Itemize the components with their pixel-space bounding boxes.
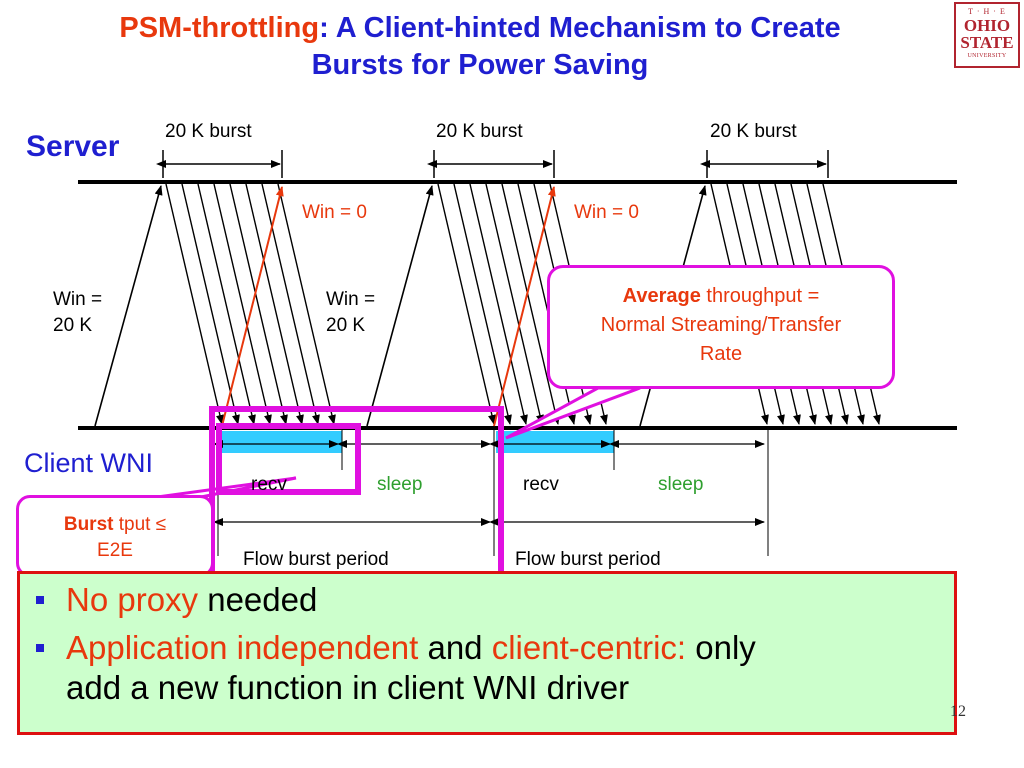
recv-label-1: recv	[251, 474, 287, 495]
recv-label-2: recv	[523, 474, 559, 495]
burst-markers	[156, 150, 829, 178]
bullet-item: Application independent and client-centr…	[36, 628, 934, 708]
server-label: Server	[26, 130, 120, 163]
sleep-label-2: sleep	[658, 474, 704, 495]
burst-label-1: 20 K burst	[165, 121, 252, 142]
win-zero-arrow	[493, 186, 556, 427]
win-zero-label-2: Win = 0	[574, 202, 639, 223]
recv-bar	[218, 431, 342, 453]
bullet-square-icon	[36, 596, 44, 604]
bullet-square-icon	[36, 644, 44, 652]
slide-title: PSM-throttling: A Client-hinted Mechanis…	[0, 10, 960, 84]
win-20k-label-1: Win = 20 K	[53, 289, 103, 336]
win-20k-label-2: Win = 20 K	[326, 289, 376, 336]
win-zero-label-1: Win = 0	[302, 202, 367, 223]
data-packets-burst-2	[437, 183, 608, 425]
title-highlight: PSM-throttling	[119, 12, 320, 44]
client-wni-label: Client WNI	[24, 448, 154, 478]
ohio-state-logo: T · H · E OHIO STATE UNIVERSITY	[954, 2, 1020, 68]
flow-period-label-1: Flow burst period	[243, 549, 389, 570]
burst-label-3: 20 K burst	[710, 121, 797, 142]
average-callout-pointer	[505, 386, 641, 440]
data-packets-burst-1	[165, 183, 336, 425]
title-line2: Bursts for Power Saving	[311, 49, 649, 81]
bullet-item: No proxy needed	[36, 580, 934, 620]
burst-highlight-box	[216, 423, 361, 495]
title-rest: : A Client-hinted Mechanism to Create	[319, 12, 841, 44]
burst-label-2: 20 K burst	[436, 121, 523, 142]
window-update-arrow	[366, 185, 434, 427]
win-zero-arrow	[221, 186, 284, 427]
page-number: 12	[950, 703, 966, 720]
average-throughput-callout: Average throughput = Normal Streaming/Tr…	[547, 265, 895, 389]
sleep-label-1: sleep	[377, 474, 423, 495]
summary-bullets-box: No proxy needed Application independent …	[17, 571, 957, 735]
burst-throughput-callout: Burst tput ≤ E2E	[16, 495, 214, 577]
window-update-arrow	[94, 185, 163, 427]
flow-period-label-2: Flow burst period	[515, 549, 661, 570]
